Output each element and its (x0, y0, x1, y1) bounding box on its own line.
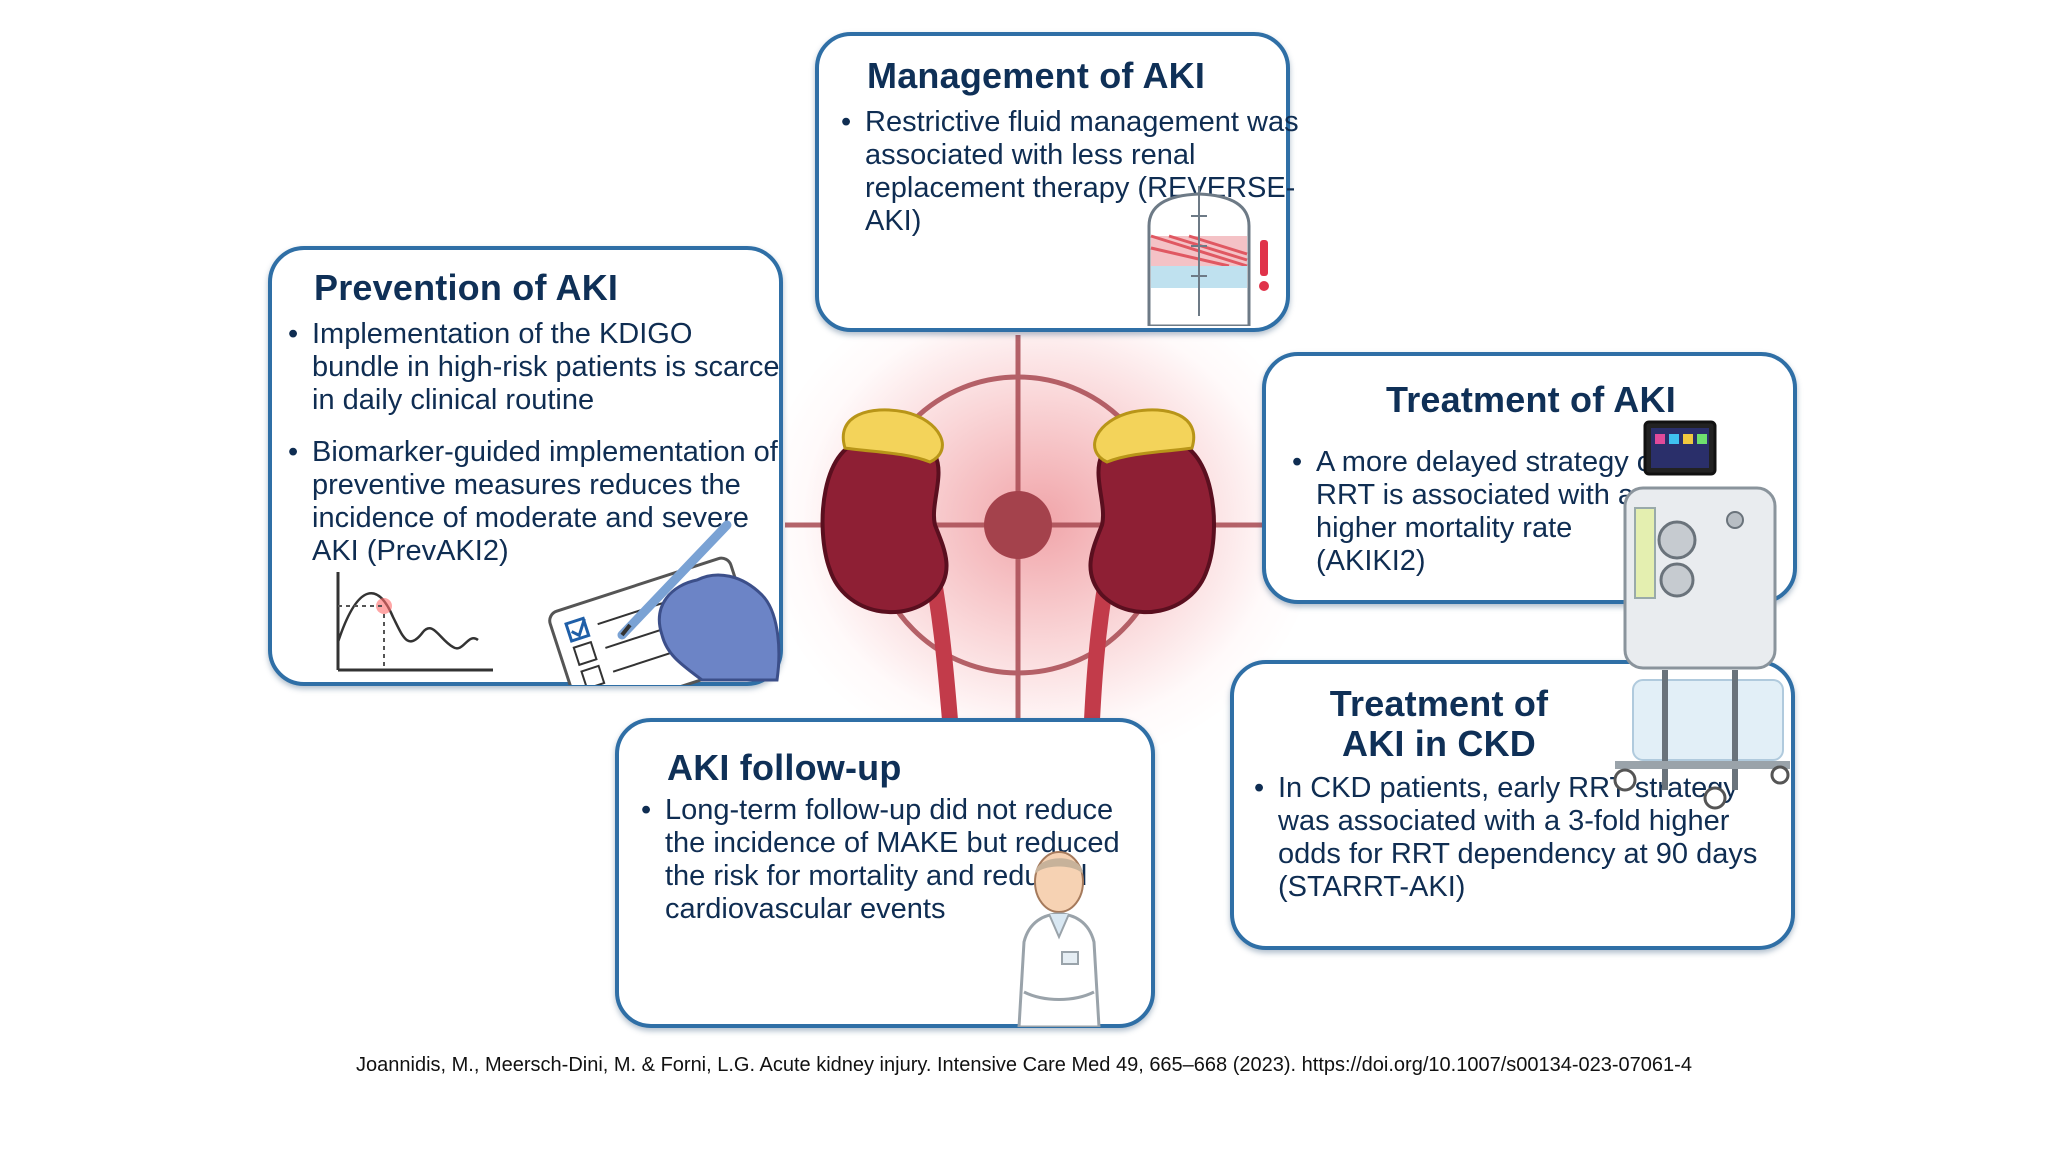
target-center (984, 491, 1052, 559)
treatment-ckd-bullet: •In CKD patients, early RRT strategy was… (1254, 772, 1758, 903)
fluid-bag-icon (1147, 186, 1251, 326)
left-kidney (820, 436, 949, 615)
followup-card: AKI follow-up •Long-term follow-up did n… (615, 718, 1155, 1028)
treatment-bullet: •A more delayed strategy of RRT is assoc… (1292, 446, 1661, 577)
exclamation-icon (1259, 240, 1269, 291)
prevention-bullet-2: •Biomarker-guided implementation of prev… (288, 436, 778, 567)
right-kidney (1088, 436, 1216, 615)
treatment-ckd-title: Treatment of AKI in CKD (1329, 683, 1549, 764)
prevention-bullet-1: •Implementation of the KDIGO bundle in h… (288, 318, 780, 416)
dialysis-machine-icon (1613, 420, 1790, 810)
hand-writing-checklist-icon (548, 520, 781, 685)
right-adrenal-gland (1093, 408, 1196, 464)
management-title: Management of AKI (867, 55, 1206, 96)
doctor-icon (1017, 851, 1101, 1027)
followup-title: AKI follow-up (667, 747, 902, 788)
citation-text: Joannidis, M., Meersch-Dini, M. & Forni,… (356, 1054, 1692, 1076)
management-bullet: •Restrictive fluid management was associ… (841, 106, 1299, 237)
prevention-card: Prevention of AKI •Implementation of the… (268, 246, 783, 686)
management-card: Management of AKI •Restrictive fluid man… (815, 32, 1299, 332)
prevention-title: Prevention of AKI (314, 267, 619, 308)
treatment-title: Treatment of AKI (1386, 379, 1676, 420)
left-adrenal-gland (841, 408, 944, 464)
line-graph-icon (336, 572, 493, 672)
followup-bullet: •Long-term follow-up did not reduce the … (641, 794, 1120, 925)
